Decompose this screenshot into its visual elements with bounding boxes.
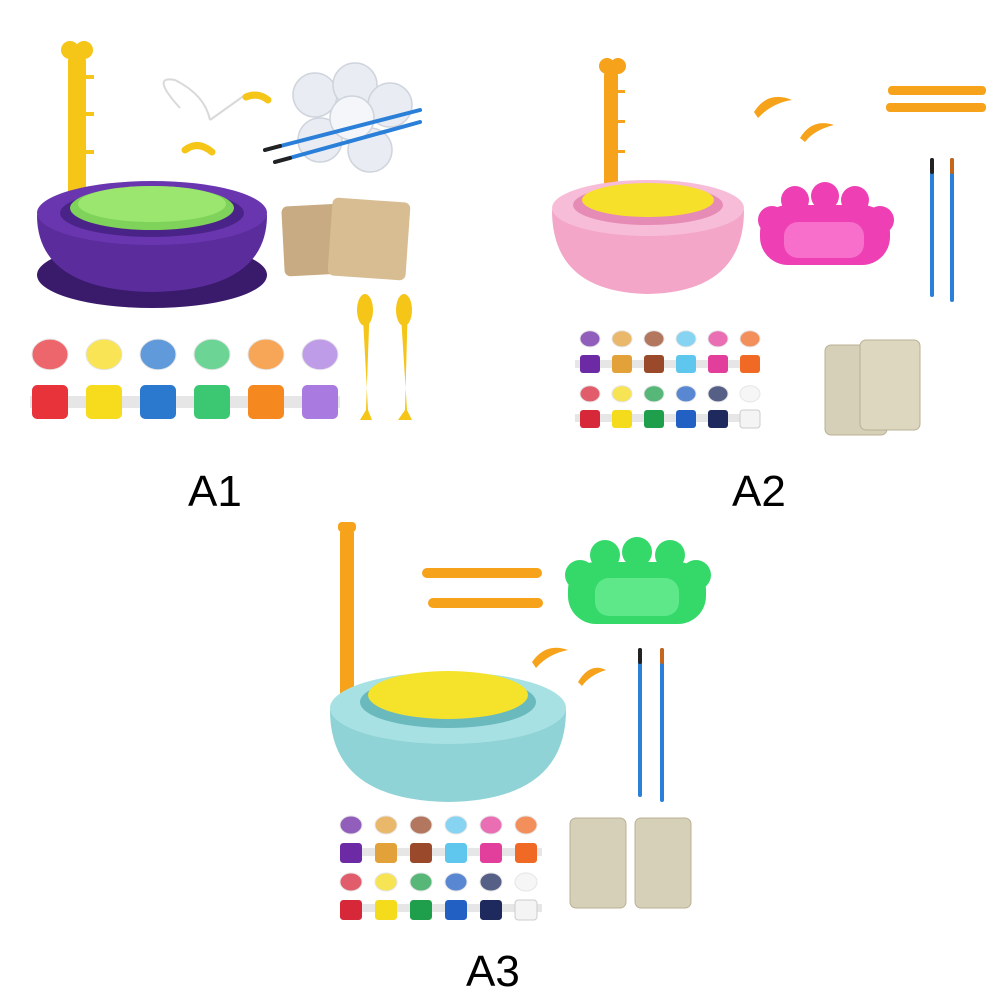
a3-clay-packs	[569, 817, 692, 909]
a3-tool-stand	[338, 522, 356, 703]
a2-tool-stand	[599, 58, 626, 190]
paint-pot	[739, 330, 761, 373]
paint-pot	[409, 815, 433, 863]
paint-pot	[675, 330, 697, 373]
a3-rib-tools	[532, 647, 606, 686]
a3-pottery-wheel	[330, 671, 566, 802]
paint-pot	[301, 338, 339, 419]
a2-paint-brushes	[930, 158, 954, 302]
variant-a1: A1	[0, 0, 500, 520]
paint-pot	[707, 330, 729, 373]
paint-pot	[643, 330, 665, 373]
variant-label-a2: A2	[732, 467, 786, 516]
paint-pot	[374, 815, 398, 863]
a1-clay-packs	[281, 197, 411, 281]
a1-paint-brushes	[263, 108, 422, 164]
paint-pot	[31, 338, 69, 419]
a1-wire-cutter	[162, 78, 272, 156]
a2-sculpting-tools	[886, 86, 986, 112]
paint-pot	[675, 385, 697, 428]
variant-a2: A2	[500, 0, 1000, 520]
a1-kit-illustration	[30, 41, 422, 420]
a2-paint-palette	[758, 182, 894, 265]
a2-rib-tools	[754, 96, 834, 142]
paint-pot	[374, 872, 398, 920]
paint-pot	[579, 385, 601, 428]
paint-pot	[444, 872, 468, 920]
paint-pot	[409, 872, 433, 920]
paint-pot	[247, 338, 285, 419]
a2-clay-packs	[824, 339, 921, 436]
paint-pot	[643, 385, 665, 428]
paint-pot	[611, 385, 633, 428]
a3-kit-illustration	[330, 522, 711, 921]
paint-pot	[479, 872, 503, 920]
variant-label-a3: A3	[466, 947, 520, 996]
a2-kit-illustration	[552, 58, 986, 436]
a1-paint-pots	[30, 338, 340, 419]
a3-paint-brushes	[638, 648, 664, 802]
paint-pot	[514, 872, 538, 921]
a3-paint-palette	[565, 537, 711, 624]
paint-pot	[514, 815, 538, 863]
paint-pot	[579, 330, 601, 373]
paint-pot	[739, 385, 761, 429]
a3-paint-pots	[339, 815, 542, 921]
a1-sculpting-tools	[357, 294, 412, 420]
a3-sculpting-tools	[422, 568, 543, 608]
paint-pot	[339, 815, 363, 863]
paint-pot	[611, 330, 633, 373]
paint-pot	[85, 338, 123, 419]
paint-pot	[444, 815, 468, 863]
paint-pot	[339, 872, 363, 920]
paint-pot	[479, 815, 503, 863]
paint-pot	[707, 385, 729, 428]
a1-tool-stand	[61, 41, 94, 215]
paint-pot	[139, 338, 177, 419]
variant-label-a1: A1	[188, 467, 242, 516]
a1-pottery-wheel	[37, 181, 267, 308]
a2-paint-pots	[575, 330, 761, 429]
paint-pot	[193, 338, 231, 419]
variant-a3: A3	[250, 510, 750, 1000]
a2-pottery-wheel	[552, 180, 744, 294]
